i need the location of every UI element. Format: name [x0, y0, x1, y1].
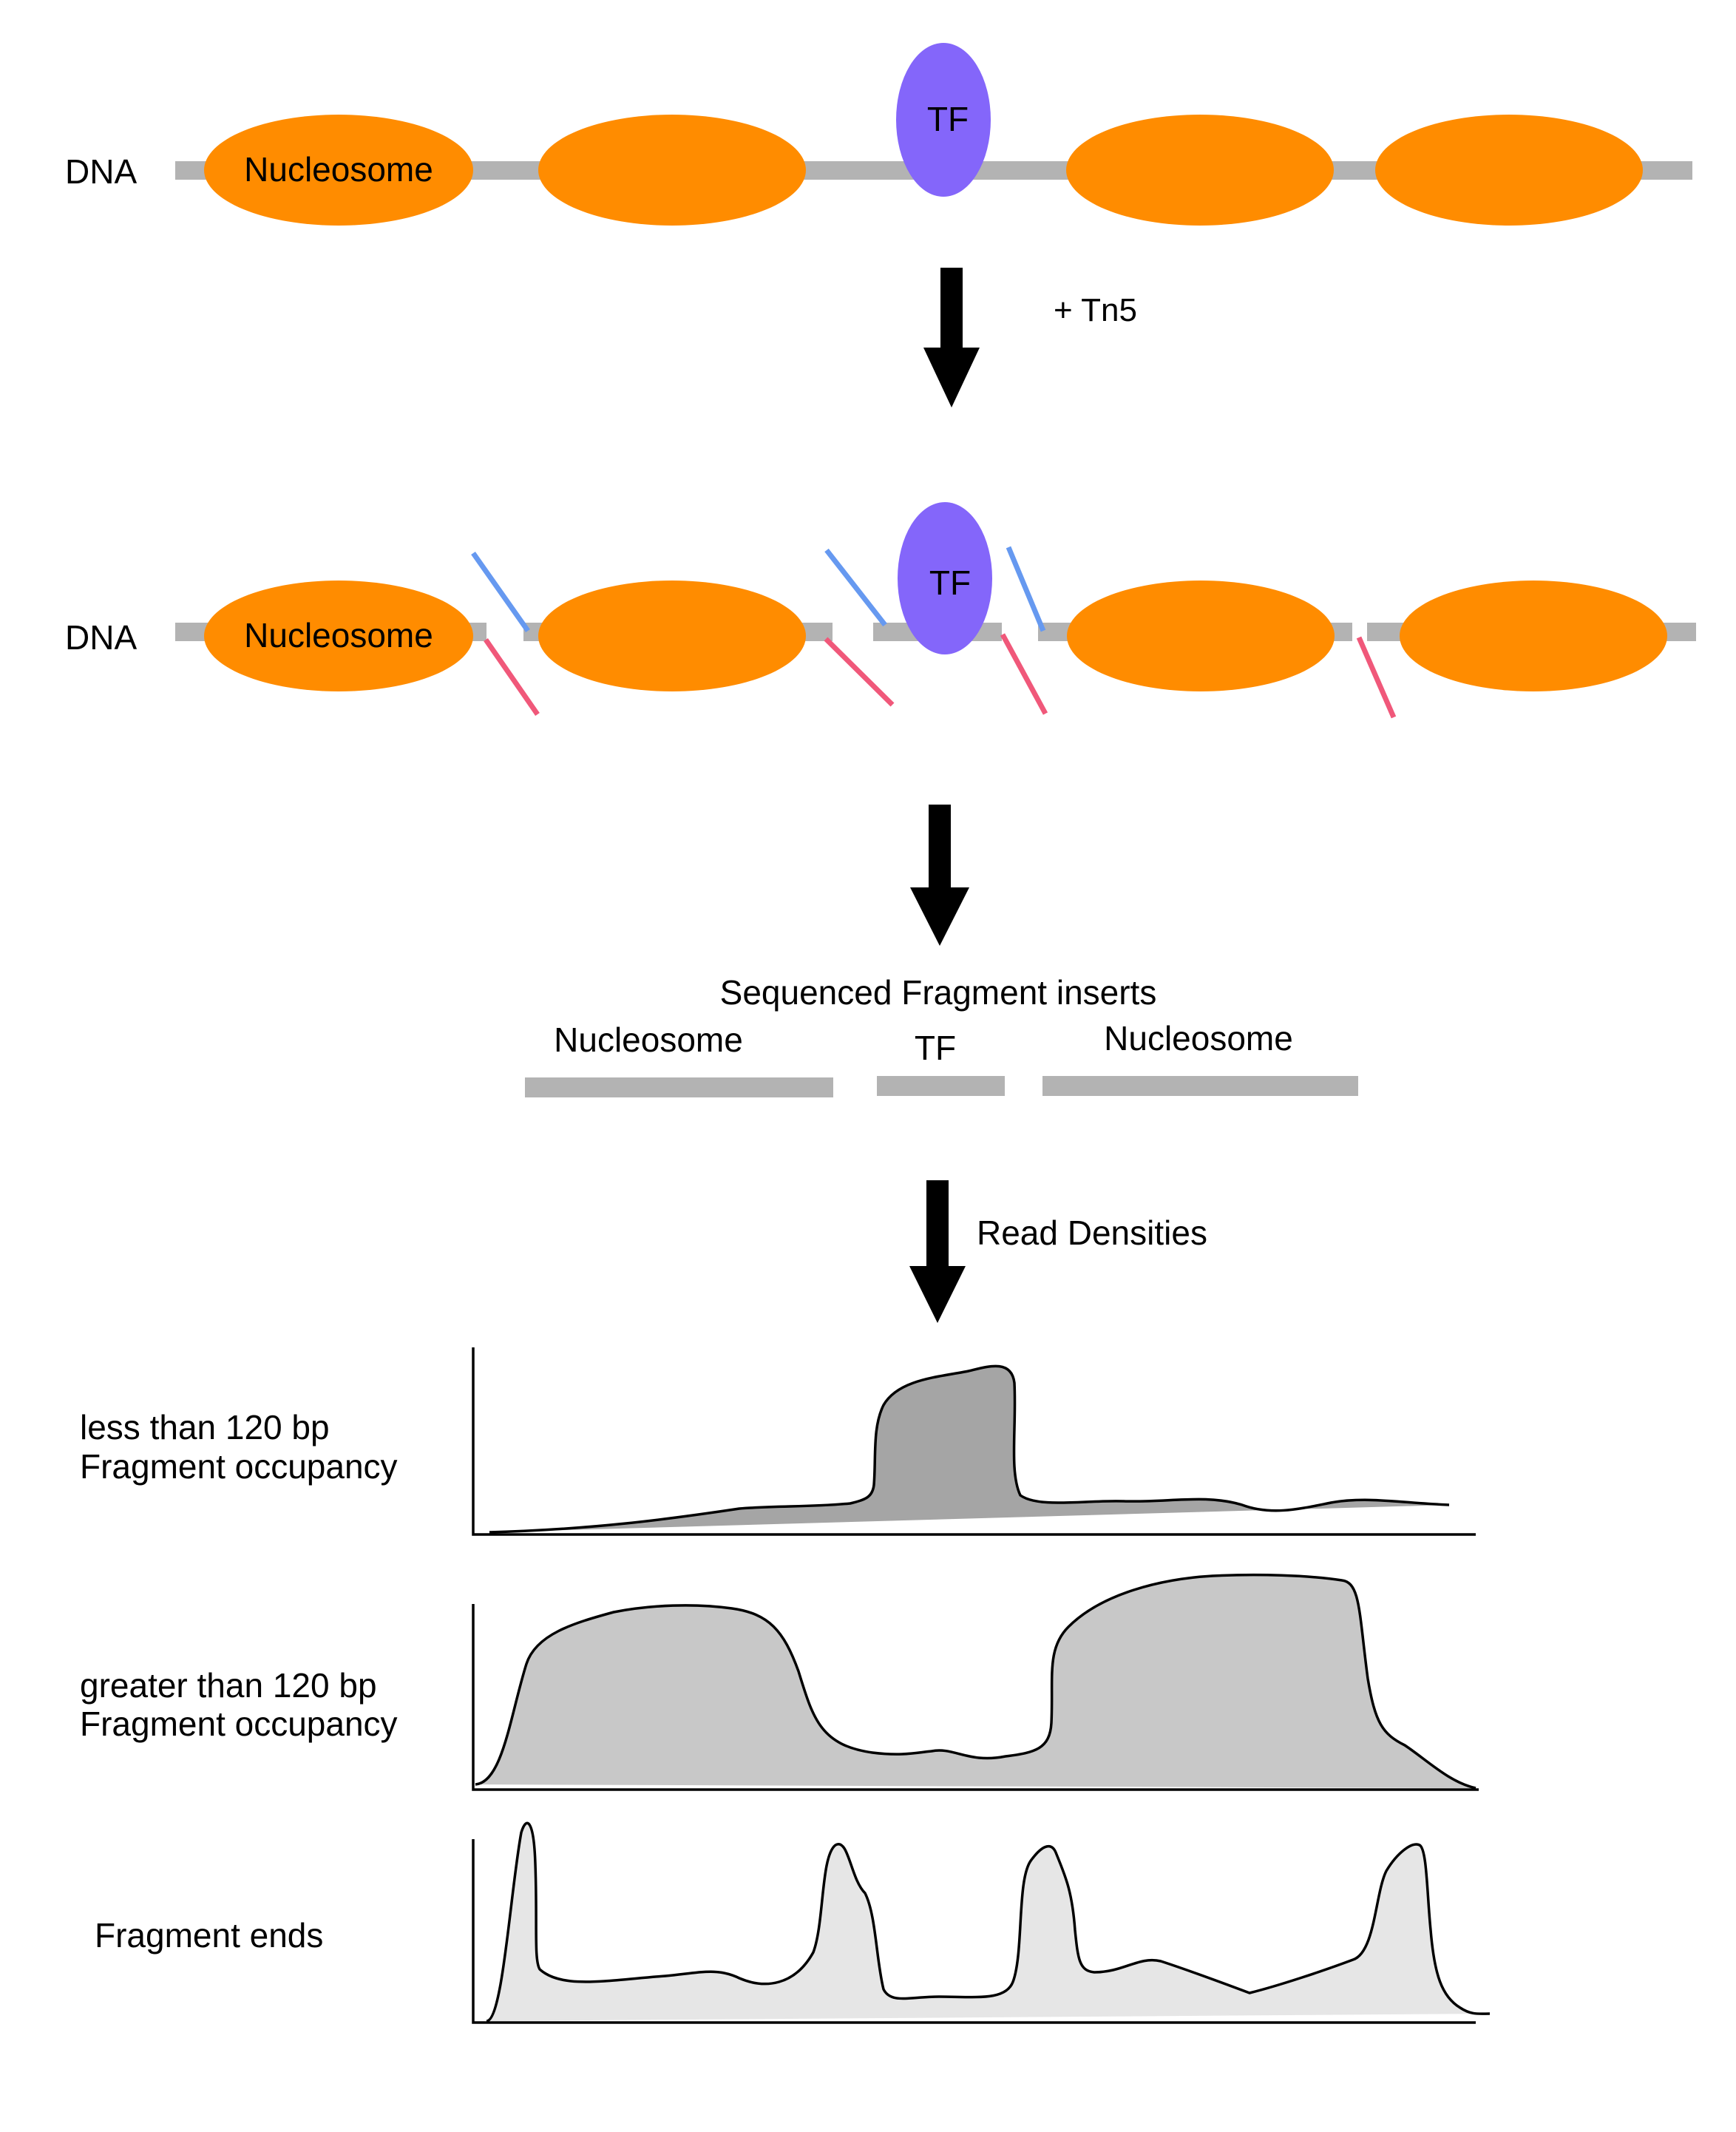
- down-arrow-icon: [910, 805, 969, 946]
- tn5-adapter-pink: [1356, 636, 1397, 719]
- track-label: Fragment occupancy: [80, 1447, 398, 1486]
- nucleosome: [204, 115, 473, 226]
- track-label: Fragment ends: [95, 1916, 323, 1955]
- track-label: greater than 120 bp: [80, 1666, 377, 1705]
- nucleosome: [538, 581, 806, 691]
- nucleosome-label: Nucleosome: [244, 150, 433, 189]
- tf-label: TF: [929, 564, 971, 602]
- density-curve: [489, 1364, 1450, 1534]
- tn5-adapter-pink: [1000, 633, 1048, 715]
- transcription-factor: [898, 502, 992, 654]
- nucleosome: [1375, 115, 1643, 226]
- track-fragment-ends: Fragment ends: [95, 1821, 1491, 2024]
- down-arrow-icon: [909, 1180, 966, 1323]
- fragment-bar-nucleosome: [525, 1077, 833, 1097]
- down-arrow-icon: [923, 268, 980, 407]
- tf-label: TF: [927, 100, 969, 138]
- transcription-factor: [896, 43, 991, 197]
- track-label: Fragment occupancy: [80, 1705, 398, 1743]
- density-fill: [475, 1574, 1476, 1788]
- nucleosome: [1067, 581, 1335, 691]
- sequenced-fragments: Sequenced Fragment inserts Nucleosome TF…: [525, 973, 1358, 1097]
- dna-label: DNA: [65, 618, 137, 657]
- fragment-bar-nucleosome: [1042, 1076, 1358, 1096]
- fragment-label-nucleosome: Nucleosome: [1104, 1019, 1293, 1057]
- step2-tagmented-chromatin: DNA Nucleosome TF: [65, 502, 1696, 719]
- tn5-adapter-pink: [824, 637, 895, 707]
- track-axes: [472, 1839, 1476, 2024]
- track-large-fragments: greater than 120 bp Fragment occupancy: [80, 1573, 1479, 1791]
- fragment-label-nucleosome: Nucleosome: [554, 1021, 743, 1059]
- track-label: less than 120 bp: [80, 1408, 330, 1446]
- track-axes: [472, 1347, 1476, 1536]
- density-curve: [475, 1573, 1476, 1790]
- nucleosome: [538, 115, 806, 226]
- arrow-tn5: + Tn5: [923, 268, 1137, 407]
- density-fill: [486, 1823, 1490, 2021]
- nucleosome: [1066, 115, 1334, 226]
- fragment-label-tf: TF: [915, 1029, 956, 1067]
- density-curve: [486, 1821, 1491, 2023]
- track-small-fragments: less than 120 bp Fragment occupancy: [80, 1347, 1476, 1536]
- tn5-label: + Tn5: [1054, 292, 1137, 328]
- nucleosome: [204, 581, 473, 691]
- tn5-adapter-pink: [484, 638, 540, 716]
- read-densities-label: Read Densities: [977, 1214, 1207, 1252]
- tn5-adapter-blue: [1006, 546, 1046, 632]
- arrow-read-densities: Read Densities: [909, 1180, 1207, 1323]
- fragments-title: Sequenced Fragment inserts: [720, 973, 1157, 1012]
- nucleosome: [1400, 581, 1667, 691]
- tn5-adapter-blue: [471, 551, 530, 633]
- tn5-adapter-blue: [824, 548, 887, 627]
- track-axes: [472, 1604, 1479, 1791]
- dna-label: DNA: [65, 152, 137, 191]
- fragment-bar-tf: [877, 1076, 1005, 1096]
- step1-chromatin: DNA Nucleosome TF: [65, 43, 1692, 226]
- nucleosome-label: Nucleosome: [244, 616, 433, 654]
- density-fill: [489, 1366, 1449, 1532]
